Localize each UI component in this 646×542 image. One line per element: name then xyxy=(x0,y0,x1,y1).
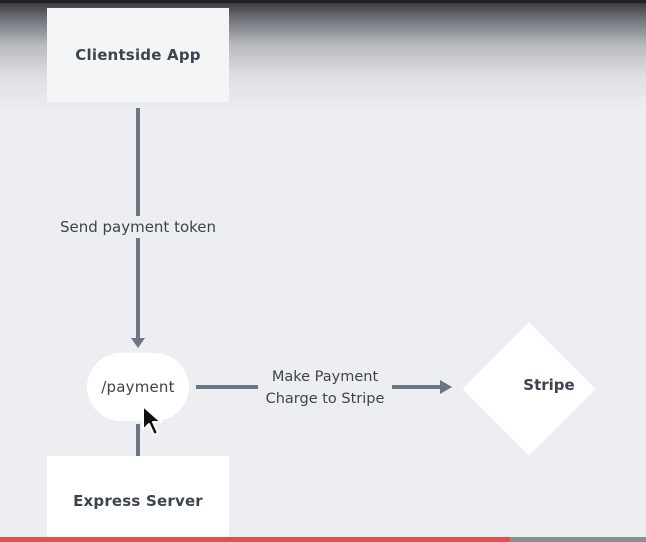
stripe-label: Stripe xyxy=(523,376,575,394)
make-payment-label: Make Payment Charge to Stripe xyxy=(258,366,392,410)
express-server-node: Express Server xyxy=(47,456,229,542)
clientside-app-node: Clientside App xyxy=(47,8,229,102)
video-progress-fill xyxy=(0,537,511,542)
express-server-label: Express Server xyxy=(73,492,203,510)
clientside-app-label: Clientside App xyxy=(75,46,201,64)
top-edge xyxy=(0,0,646,3)
video-progress-bar[interactable] xyxy=(0,537,646,542)
payment-endpoint-node: /payment xyxy=(87,353,189,421)
make-payment-line2: Charge to Stripe xyxy=(265,391,385,407)
make-payment-line1: Make Payment xyxy=(271,369,379,385)
arrowhead-right xyxy=(440,380,452,394)
payment-endpoint-label: /payment xyxy=(101,378,175,396)
arrowhead-down xyxy=(131,338,145,348)
send-payment-token-label: Send payment token xyxy=(58,216,218,238)
mouse-pointer-icon xyxy=(142,405,162,436)
